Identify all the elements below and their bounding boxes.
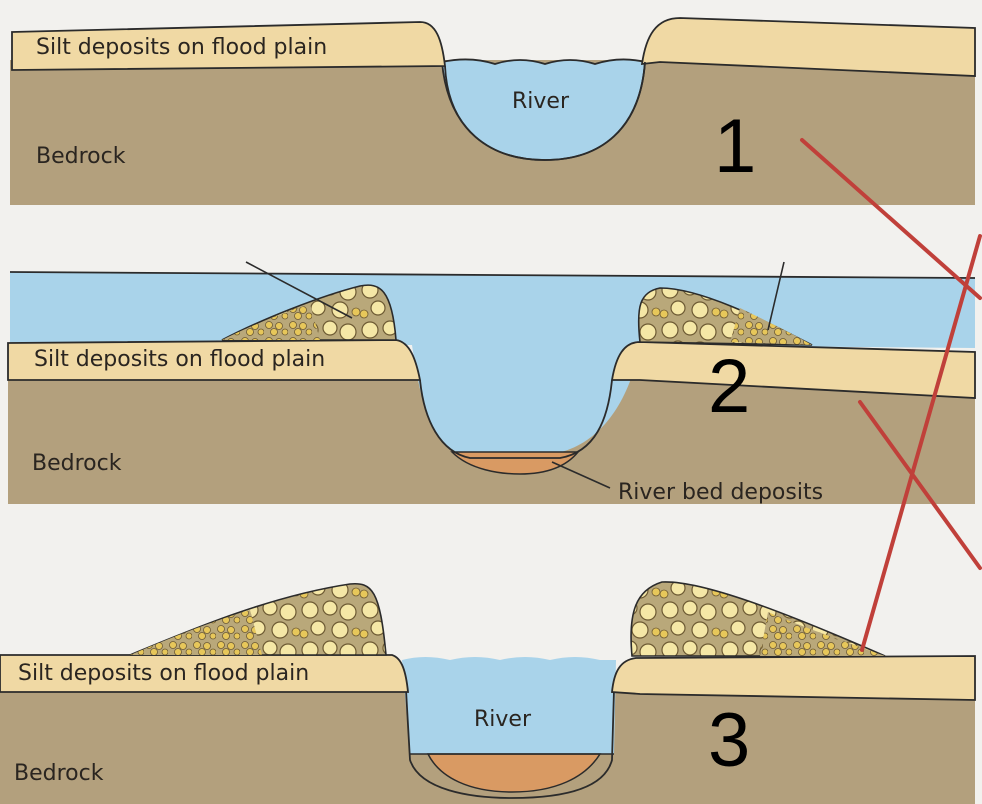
silt-layer-right [640,17,976,77]
river-water [402,657,616,754]
river-label: River [512,89,570,114]
annotation-line [800,138,982,300]
panel-number: 2 [708,344,750,429]
levee-deposit-right-fine [730,308,812,345]
panel-number: 3 [708,698,750,783]
silt-label: Silt deposits on flood plain [36,35,327,60]
river-bank-outline [444,61,646,161]
pointer-line [551,461,611,489]
annotation-line [860,234,982,652]
panel-2: Silt deposits on flood plain Bedrock Riv… [7,261,976,505]
silt-layer-left [7,339,422,381]
levee-left-fine [130,610,262,655]
river-label: River [474,707,532,732]
panel-3: Silt deposits on flood plain River Bedro… [0,581,976,804]
silt-label: Silt deposits on flood plain [18,661,309,686]
silt-layer-left [11,21,447,71]
river-bank-outline [419,379,613,459]
pointer-line [767,261,785,331]
river-bed-deposits-label: River bed deposits [618,480,823,505]
silt-label: Silt deposits on flood plain [34,347,325,372]
bedrock-label: Bedrock [36,144,126,169]
river-bank-outline [405,689,615,799]
bedrock-label: Bedrock [32,451,122,476]
annotation-lines [800,138,982,652]
silt-layer-right [611,655,976,701]
bedrock-label: Bedrock [14,761,104,786]
river-bed-deposits [426,753,602,793]
panel-number: 1 [714,104,756,189]
silt-layer-right [610,341,976,399]
panel-1: Silt deposits on flood plain River Bedro… [10,17,976,205]
pointer-line [245,261,353,319]
levee-deposit-left-fine [222,304,320,340]
levee-right-fine [760,612,885,656]
silt-layer-left [0,654,409,693]
flood-water-surface [9,271,976,279]
annotation-line [858,400,982,570]
